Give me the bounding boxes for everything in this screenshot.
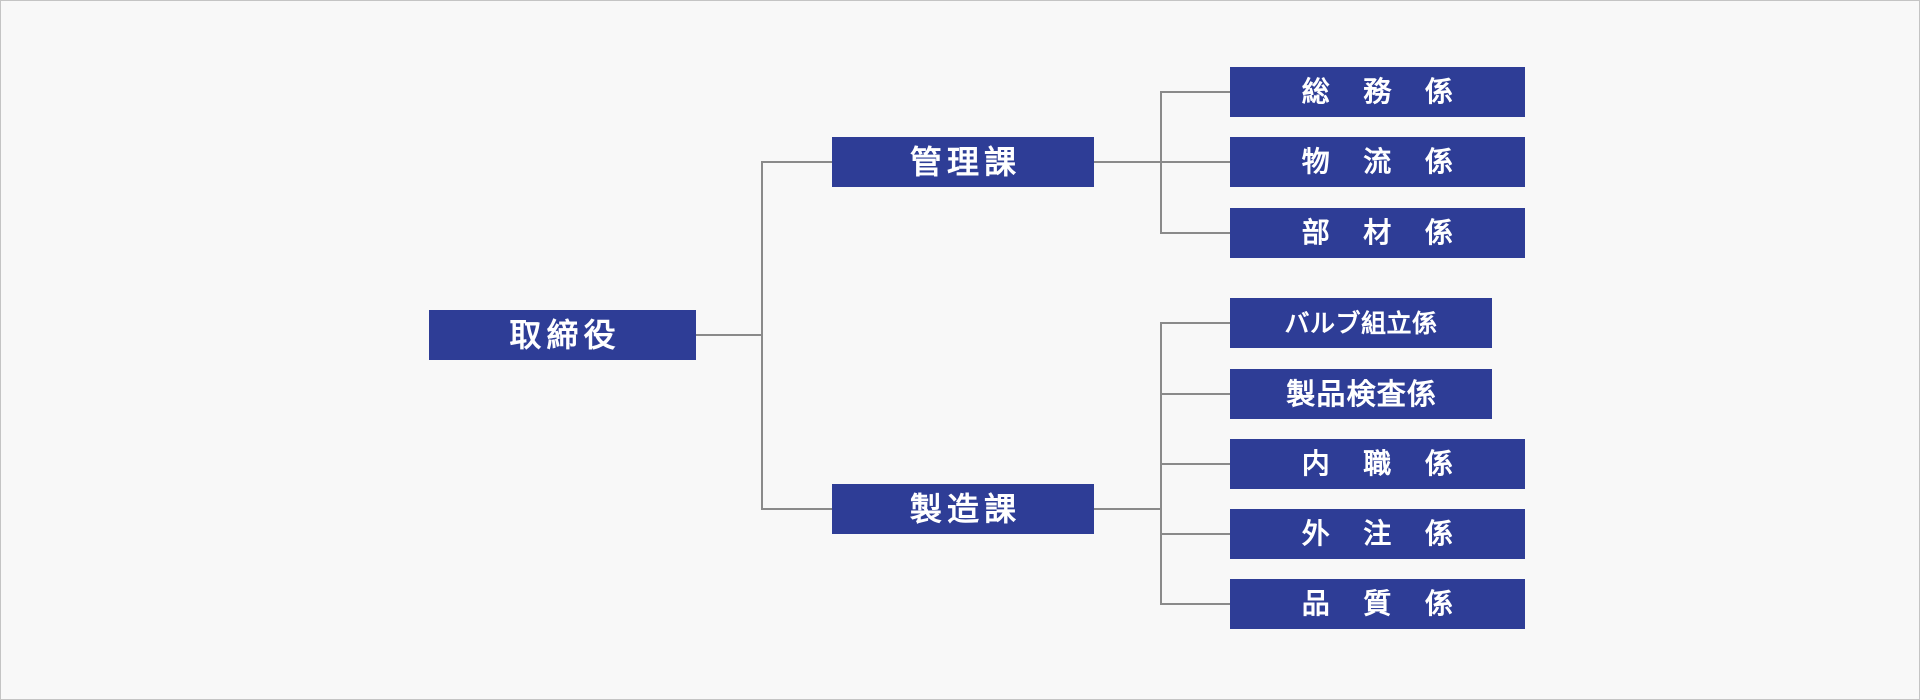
connector-line xyxy=(1160,463,1230,465)
connector-line xyxy=(1160,393,1230,395)
connector-line xyxy=(1160,603,1230,605)
org-node-valve-assembly-section: バルブ組立係 xyxy=(1230,298,1492,348)
org-node-inhouse-work-section: 内職係 xyxy=(1230,439,1525,489)
org-node-general-affairs-section: 総務係 xyxy=(1230,67,1525,117)
connector-line xyxy=(1160,533,1230,535)
connector-line xyxy=(1089,508,1160,510)
connector-line xyxy=(1160,91,1230,93)
org-node-manufacturing-department: 製造課 xyxy=(832,484,1095,534)
org-node-parts-section: 部材係 xyxy=(1230,208,1525,258)
connector-line xyxy=(761,161,763,510)
connector-line xyxy=(691,334,761,336)
connector-line xyxy=(761,161,832,163)
org-node-logistics-section: 物流係 xyxy=(1230,137,1525,187)
org-node-admin-department: 管理課 xyxy=(832,137,1095,187)
org-node-director: 取締役 xyxy=(429,310,697,360)
org-node-quality-section: 品質係 xyxy=(1230,579,1525,629)
connector-line xyxy=(1160,322,1230,324)
connector-line xyxy=(1160,232,1230,234)
org-node-outsourcing-section: 外注係 xyxy=(1230,509,1525,559)
org-node-product-inspection-section: 製品検査係 xyxy=(1230,369,1493,419)
connector-line xyxy=(1089,161,1160,163)
connector-line xyxy=(1160,161,1230,163)
connector-line xyxy=(761,508,832,510)
